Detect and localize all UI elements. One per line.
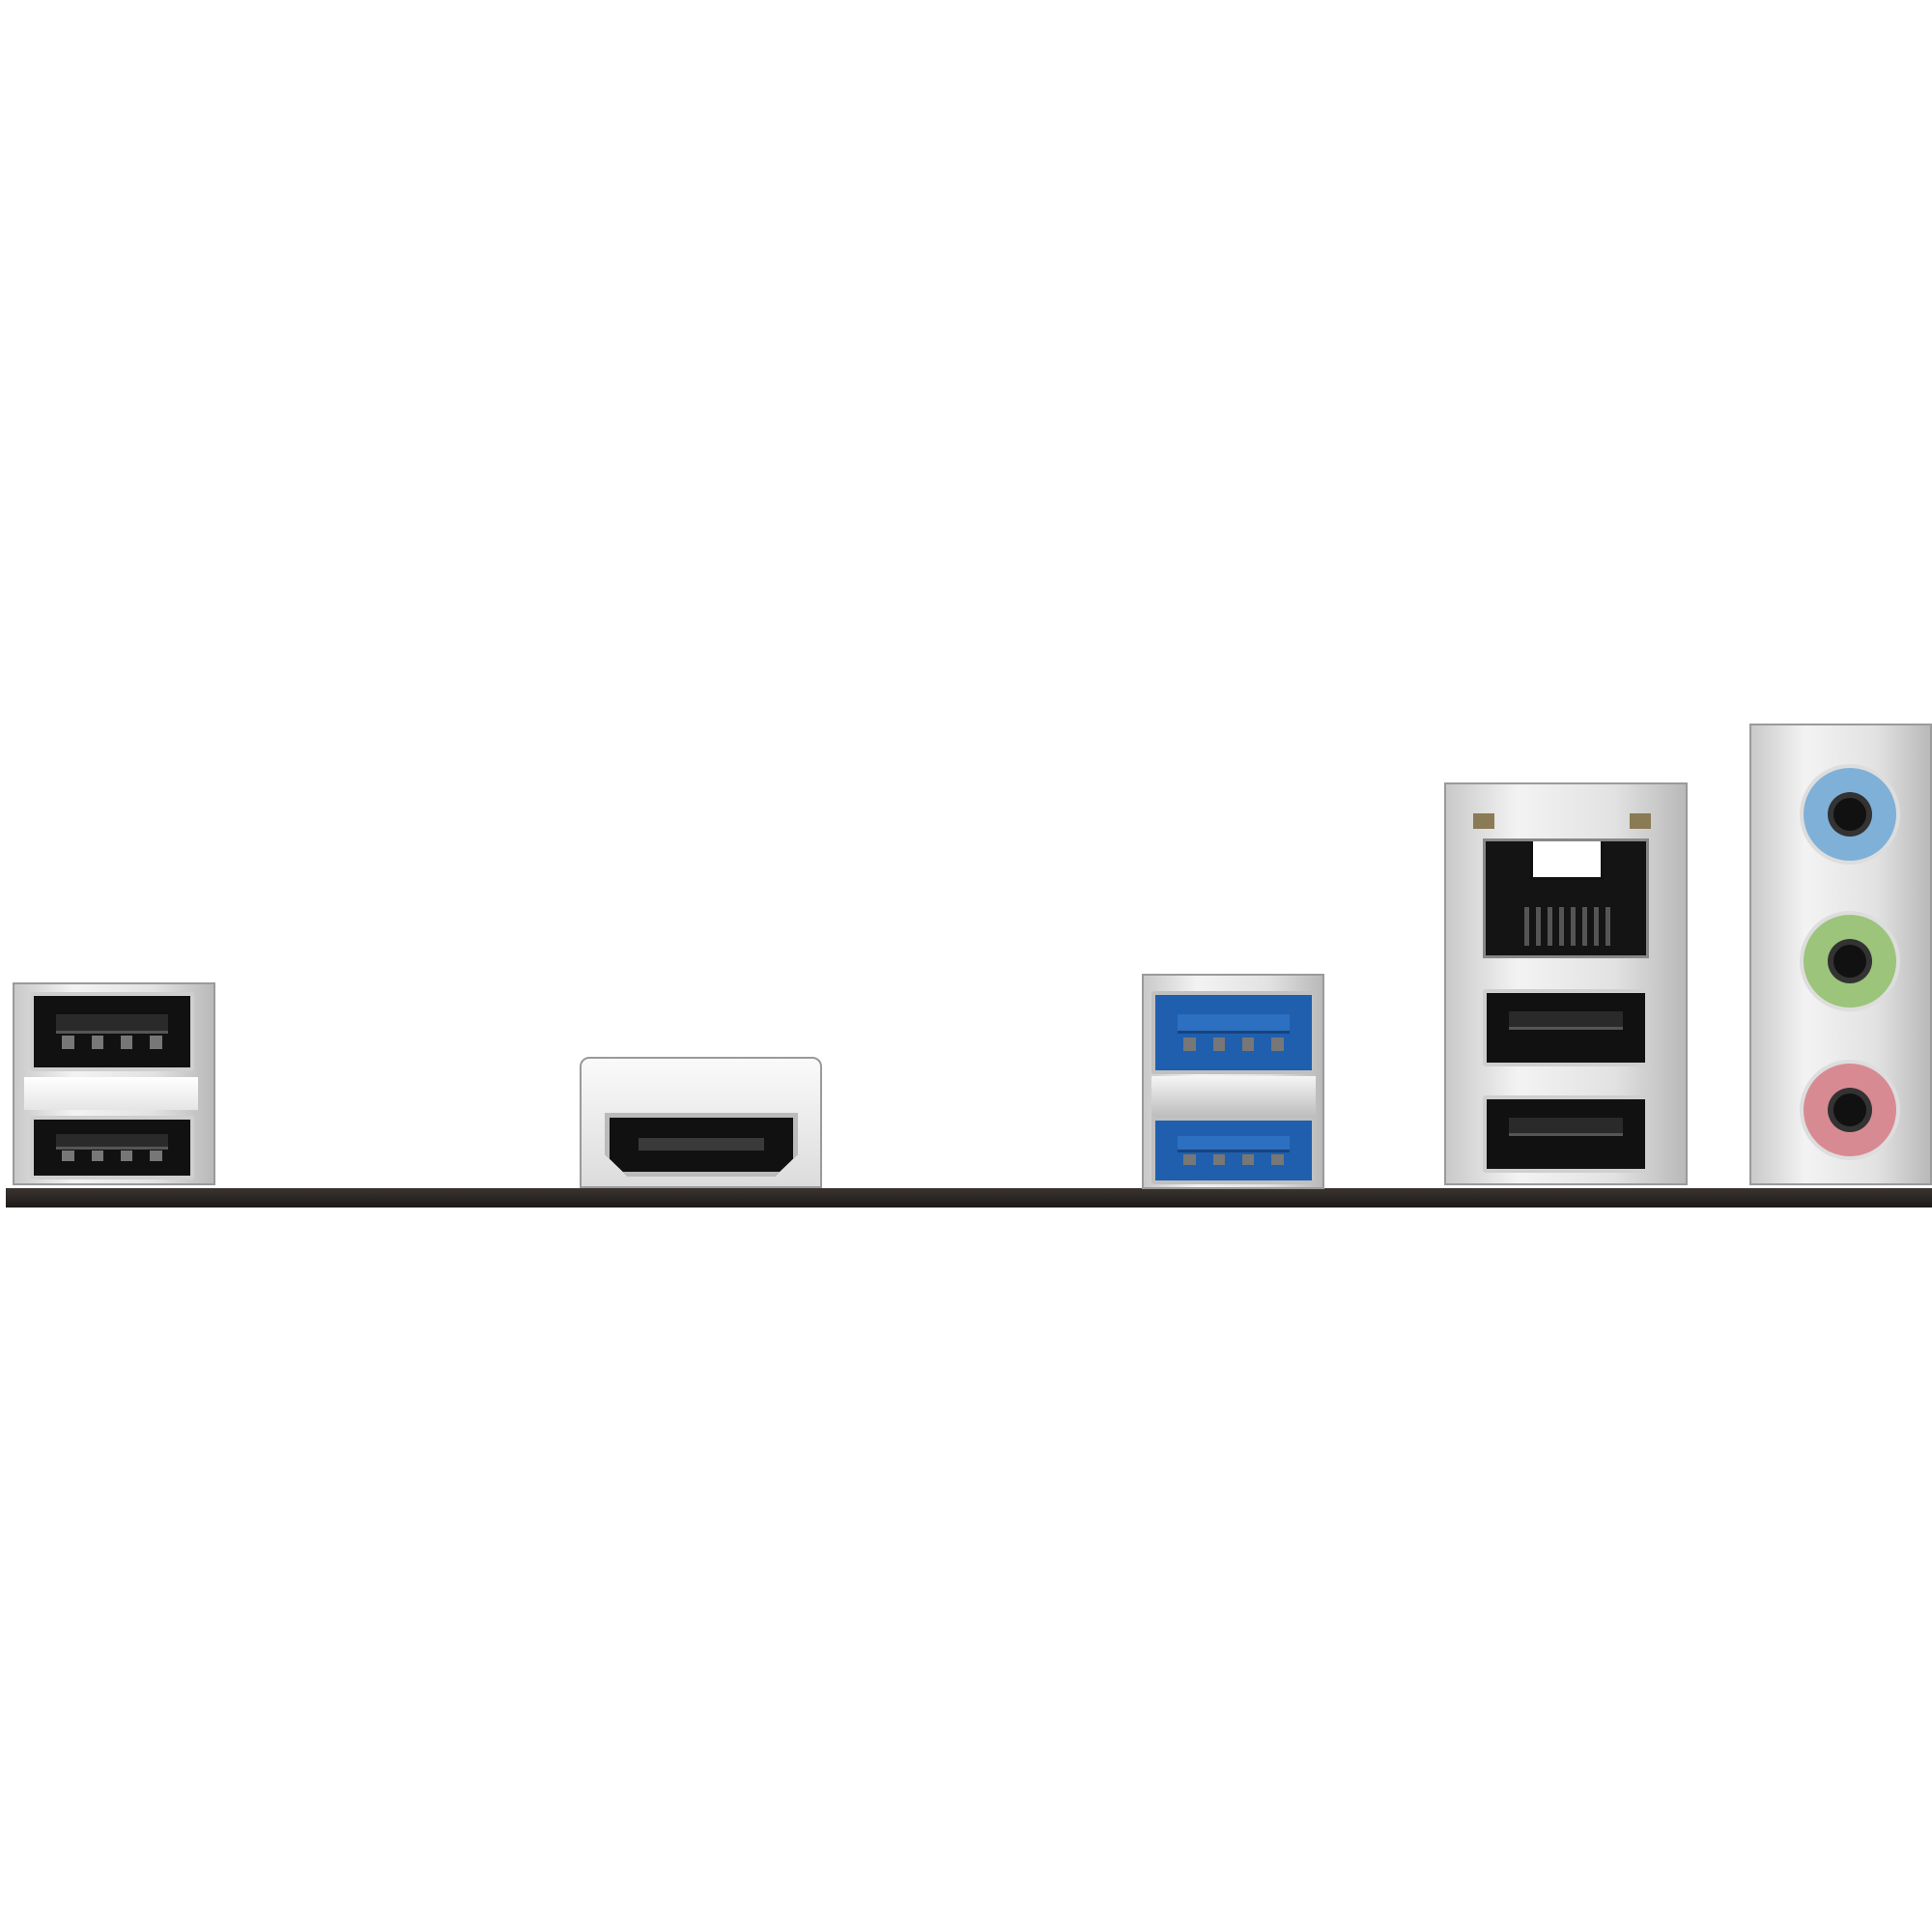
hdmi-port-housing (580, 1057, 822, 1188)
audio-mic-jack[interactable] (1800, 1060, 1900, 1160)
usb2-port-bottom[interactable] (30, 1116, 194, 1179)
usb2-port-stack (13, 982, 215, 1185)
hdmi-port[interactable] (605, 1113, 798, 1177)
lan-led-left (1473, 813, 1494, 829)
ethernet-port[interactable] (1483, 838, 1649, 958)
usb3-port-bottom[interactable] (1151, 1117, 1316, 1184)
usb3-port-stack (1142, 974, 1324, 1189)
motherboard-pcb-edge (6, 1188, 1932, 1208)
audio-line-in-jack[interactable] (1800, 764, 1900, 865)
lan-led-right (1630, 813, 1651, 829)
usb-port-lan-top[interactable] (1483, 989, 1649, 1066)
usb3-port-top[interactable] (1151, 991, 1316, 1074)
audio-line-out-jack[interactable] (1800, 911, 1900, 1011)
usb2-port-top[interactable] (30, 992, 194, 1071)
audio-jack-panel (1749, 724, 1932, 1185)
usb-divider (1151, 1076, 1316, 1117)
lan-usb-port-stack (1444, 782, 1688, 1185)
usb-divider (24, 1077, 198, 1110)
usb-port-lan-bottom[interactable] (1483, 1095, 1649, 1173)
